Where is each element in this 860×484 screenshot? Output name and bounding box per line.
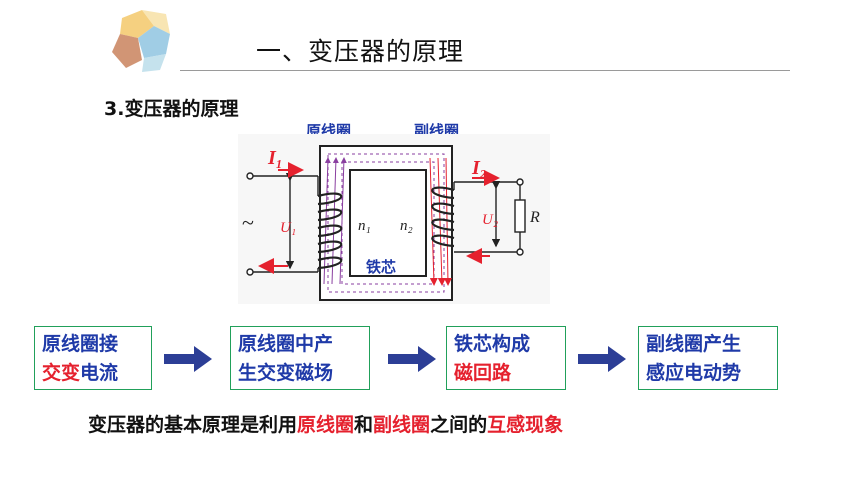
flow-step-1-line2: 交变电流 — [42, 359, 144, 388]
flow-step-3-line1: 铁芯构成 — [454, 333, 531, 355]
flow-arrow-2-icon — [388, 346, 436, 372]
section-heading: 3.变压器的原理 — [104, 98, 239, 120]
logo-icon — [112, 10, 170, 72]
resistor-symbol — [514, 199, 526, 233]
principle-highlight-3: 互感现象 — [487, 414, 564, 436]
flow-step-1-highlight: 交变 — [42, 362, 81, 384]
secondary-coil — [431, 186, 455, 248]
turns-n1-label: n₁ — [358, 218, 371, 234]
flow-step-3-line2: 磁回路 — [454, 362, 512, 384]
principle-text-1: 变压器的基本原理是利用 — [88, 414, 298, 436]
flow-step-1-rest: 电流 — [80, 362, 119, 384]
secondary-current-arrows — [466, 170, 500, 264]
flow-arrow-1-icon — [164, 346, 212, 372]
secondary-circuit — [453, 178, 524, 256]
primary-current-arrows — [258, 162, 304, 274]
flow-arrow-3-icon — [578, 346, 626, 372]
flow-step-1: 原线圈接 交变电流 — [34, 326, 152, 390]
iron-core-label: 铁芯 — [366, 258, 396, 276]
flow-step-1-line1: 原线圈接 — [42, 333, 119, 355]
primary-coil — [317, 192, 343, 270]
flow-step-2-line2: 生交变磁场 — [238, 362, 334, 384]
turns-n2-label: n₂ — [400, 218, 413, 234]
flow-step-4-line1: 副线圈产生 — [646, 333, 742, 355]
transformer-diagram: ~ I₁ I₂ U₁ U₂ n₁ n₂ R 铁芯 — [238, 134, 550, 304]
transformer-svg: ~ I₁ I₂ U₁ U₂ n₁ n₂ R 铁芯 — [242, 145, 540, 301]
current-i1-label: I₁ — [267, 147, 283, 169]
principle-text-3: 之间的 — [430, 414, 488, 436]
ac-source-icon: ~ — [242, 210, 254, 235]
voltage-u2-label: U₂ — [482, 212, 498, 228]
principle-statement: 变压器的基本原理是利用原线圈和副线圈之间的互感现象 — [88, 410, 563, 437]
resistor-label: R — [529, 209, 540, 226]
principle-highlight-1: 原线圈 — [297, 414, 355, 436]
principle-text-2: 和 — [354, 414, 374, 436]
flow-step-3: 铁芯构成 磁回路 — [446, 326, 566, 390]
current-i2-label: I₂ — [471, 157, 487, 179]
flow-step-4: 副线圈产生 感应电动势 — [638, 326, 778, 390]
slide-title: 一、变压器的原理 — [256, 37, 465, 66]
flow-step-2-line1: 原线圈中产 — [238, 333, 334, 355]
voltage-u1-label: U₁ — [280, 220, 296, 236]
flow-step-2: 原线圈中产 生交变磁场 — [230, 326, 370, 390]
title-divider — [180, 70, 790, 71]
flow-step-4-line2: 感应电动势 — [646, 362, 742, 384]
principle-highlight-2: 副线圈 — [373, 414, 431, 436]
